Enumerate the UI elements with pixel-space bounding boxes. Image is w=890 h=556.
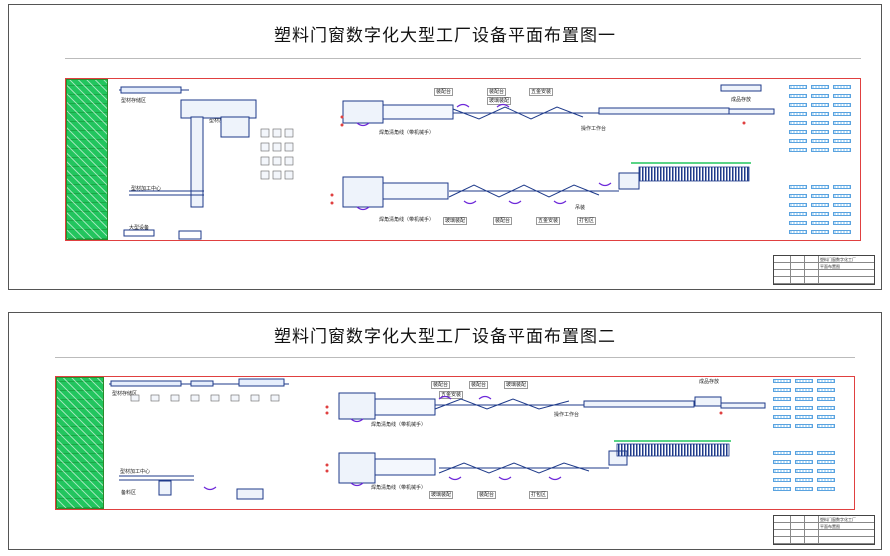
label-fitting-b2: 装配台 (477, 491, 497, 499)
label-cutting-center: 型材加工中心 (131, 186, 162, 192)
label-fitting-b: 装配台 (487, 88, 507, 96)
title-block-line1: 塑料门窗数字化工厂 (820, 517, 856, 522)
label-glass-a: 玻璃装配 (487, 97, 512, 105)
label-fitting-b2: 装配台 (493, 217, 513, 225)
label-cutting-center: 型材加工中心 (120, 469, 151, 475)
title-block-line1: 塑料门窗数字化工厂 (820, 257, 856, 262)
equipment-layout-2 (109, 378, 766, 500)
label-packing: 打包区 (577, 217, 597, 225)
label-glass-a: 玻璃装配 (504, 381, 529, 389)
title-block-2: 塑料门窗数字化工厂 平面布置图 (773, 515, 875, 545)
sheet-2-title: 塑料门窗数字化大型工厂设备平面布置图二 (274, 327, 616, 347)
layout-sheet-1: 塑料门窗数字化大型工厂设备平面布置图一 型材存储区 型材加工中心 型材加工中心 … (8, 4, 882, 290)
label-storage-right: 成品存放 (731, 97, 752, 103)
equipment-layout-1 (119, 84, 775, 240)
title-block-line2: 平面布置图 (820, 524, 840, 529)
label-welding-line-b: 焊角清角线（带机械手） (371, 485, 427, 491)
factory-boundary (55, 376, 855, 510)
label-packing: 打包区 (529, 491, 549, 499)
sheet-1-title: 塑料门窗数字化大型工厂设备平面布置图一 (274, 26, 616, 46)
layout-sheet-2: 塑料门窗数字化大型工厂设备平面布置图二 型材存储区 型材加工中心 备料区 焊角清… (8, 312, 882, 550)
label-welding-line-a: 焊角清角线（带机械手） (379, 130, 435, 136)
dimension-line (55, 357, 855, 358)
label-profile-storage: 型材存储区 (121, 98, 147, 104)
label-hardware-b: 五金安装 (536, 217, 561, 225)
profile-storage-area (66, 79, 108, 240)
title-block-1: 塑料门窗数字化工厂 平面布置图 (773, 255, 875, 285)
label-glass-b: 玻璃装配 (429, 491, 454, 499)
label-hardware: 五金安装 (529, 88, 554, 96)
title-block-line2: 平面布置图 (820, 264, 840, 269)
label-glass-b: 玻璃装配 (443, 217, 468, 225)
label-small-saw: 备料区 (121, 490, 137, 496)
label-fitting-b: 装配台 (469, 381, 489, 389)
label-small-1: 吊装 (575, 205, 586, 211)
label-profile-storage: 型材存储区 (112, 391, 138, 397)
label-station-a: 操作工作台 (581, 126, 607, 132)
label-welding-line-a: 焊角清角线（带机械手） (371, 422, 427, 428)
label-fitting-a: 装配台 (434, 88, 454, 96)
dimension-line (65, 58, 861, 59)
label-storage-right: 成品存放 (699, 379, 720, 385)
label-station-a: 操作工作台 (554, 412, 580, 418)
label-small-2: 大型设备 (129, 225, 150, 231)
label-welding-line-b: 焊角清角线（带机械手） (379, 217, 435, 223)
label-fitting-a: 装配台 (431, 381, 451, 389)
profile-storage-area (56, 377, 104, 509)
factory-boundary (65, 78, 861, 241)
